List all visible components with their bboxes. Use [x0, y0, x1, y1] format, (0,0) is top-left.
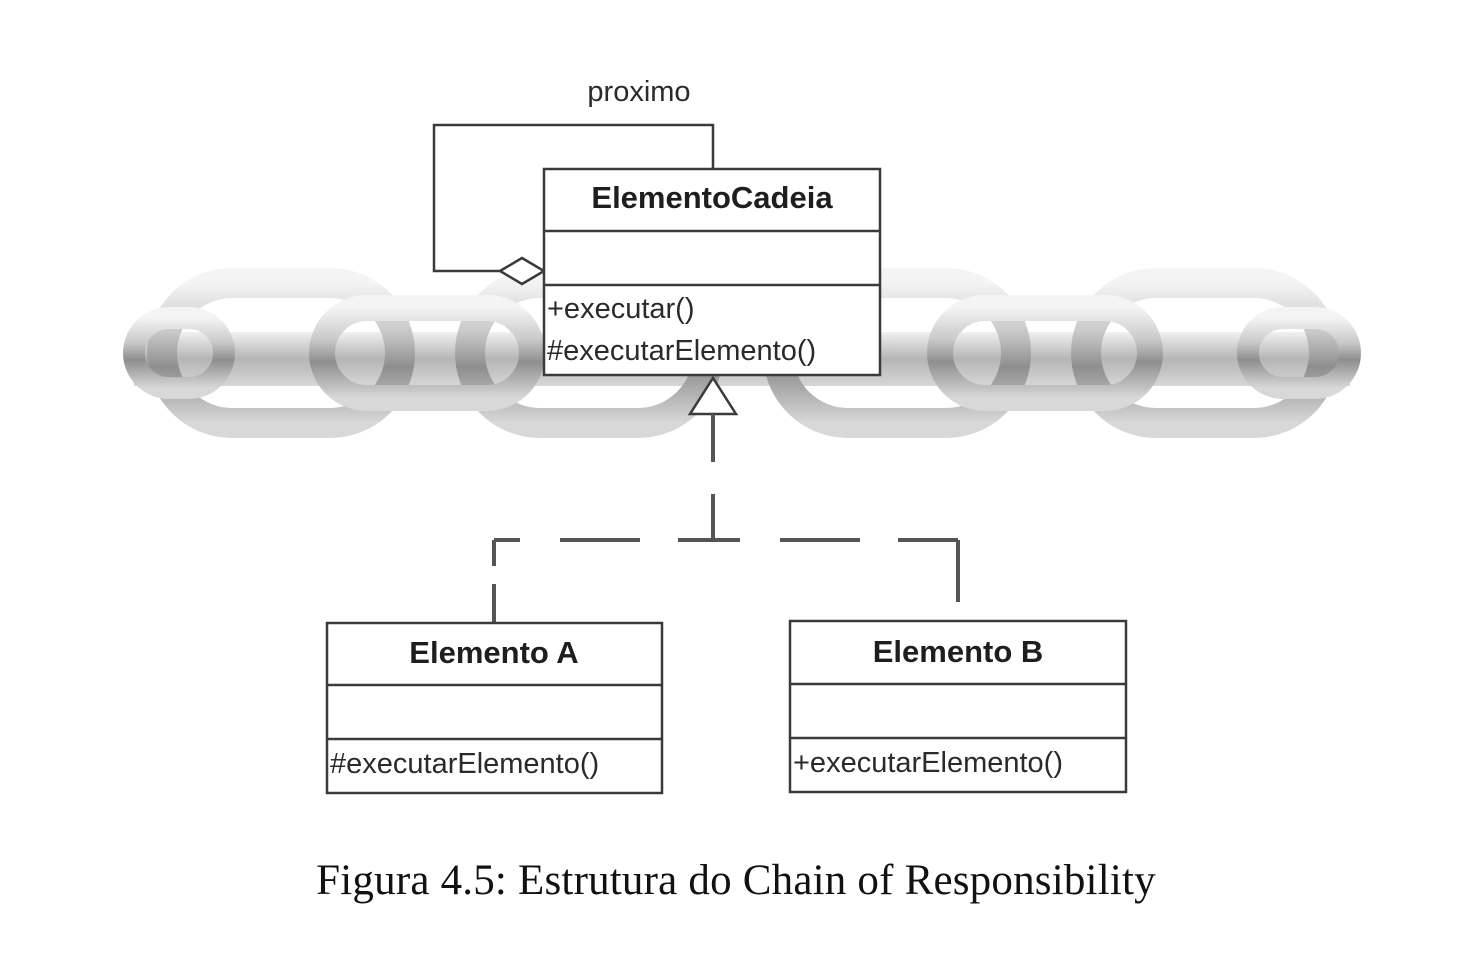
chain-link-side-0 [123, 307, 235, 399]
method-executar-elemento: #executarElemento() [547, 335, 816, 367]
self-association: proximo [432, 76, 715, 286]
chain-link-side-1 [309, 295, 545, 411]
chain-link-side-3 [1237, 307, 1361, 399]
chain-link-side-2 [927, 295, 1163, 411]
class-elemento-b: Elemento B +executarElemento() [788, 619, 1128, 794]
figure-caption: Figura 4.5: Estrutura do Chain of Respon… [316, 857, 1156, 904]
chain-link-4 [1071, 268, 1339, 438]
realization-arrows [492, 375, 960, 622]
class-name: ElementoCadeia [591, 180, 833, 215]
method-executar-elemento: #executarElemento() [330, 748, 599, 780]
class-name: Elemento B [873, 634, 1044, 669]
chain-link-1 [147, 268, 415, 438]
class-elementocadeia: ElementoCadeia +executar() #executarElem… [542, 167, 882, 377]
class-elemento-a: Elemento A #executarElemento() [325, 621, 664, 795]
method-executar: +executar() [547, 293, 694, 325]
association-label: proximo [587, 76, 690, 108]
method-executar-elemento: +executarElemento() [793, 747, 1063, 779]
class-name: Elemento A [409, 635, 578, 670]
